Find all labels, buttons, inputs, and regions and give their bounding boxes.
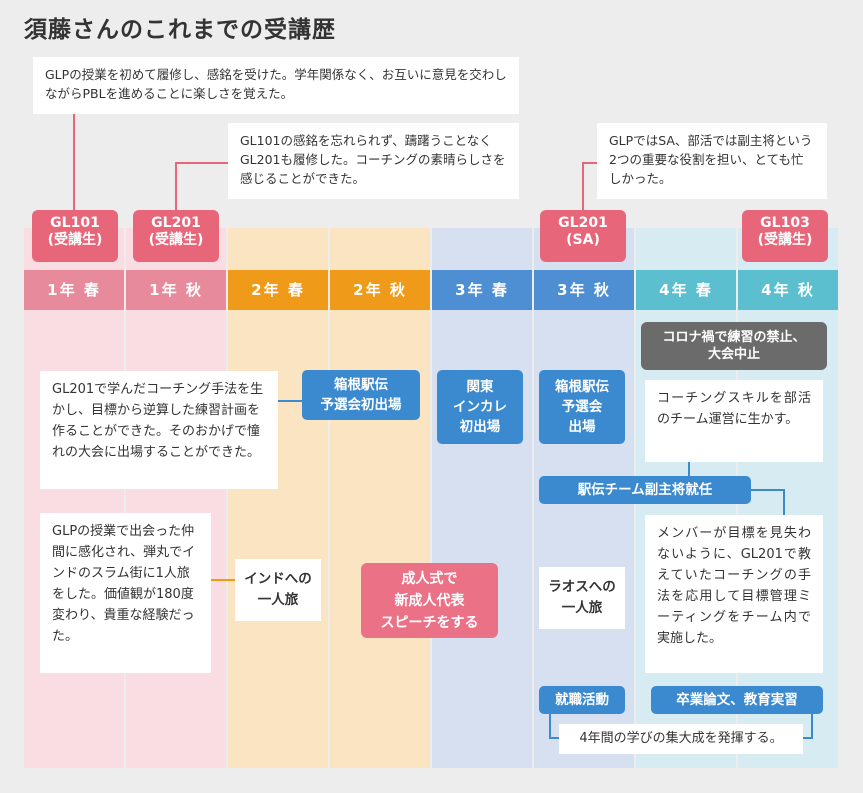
connector-line [549,714,551,738]
badge-gl201-sa: GL201 (SA) [540,210,626,262]
connector-line [783,489,785,516]
badge-gl101: GL101 (受講生) [32,210,118,262]
column-header: 3年 秋 [534,270,634,310]
note-india: GLPの授業で出会った仲間に感化され、弾丸でインドのスラム街に1人旅をした。価値… [40,513,211,673]
connector-line [73,114,75,210]
event-hakone-first: 箱根駅伝 予選会初出場 [302,370,420,420]
column-header: 1年 春 [24,270,124,310]
connector-line [811,714,813,738]
note-gl101: GLPの授業を初めて履修し、感銘を受けた。学年関係なく、お互いに意見を交わしなが… [33,57,519,114]
note-coaching-skill: コーチングスキルを部活のチーム運営に生かす。 [645,380,823,462]
timeline-column [228,228,328,768]
event-ekiden-vice-captain: 駅伝チーム副主将就任 [539,476,751,504]
event-hakone-second: 箱根駅伝 予選会 出場 [539,370,625,444]
connector-line [582,162,584,210]
column-header: 1年 秋 [126,270,226,310]
connector-line [751,489,783,491]
timeline-column [432,228,532,768]
note-coaching-plan: GL201で学んだコーチング手法を生かし、目標から逆算した練習計画を作ることがで… [40,371,278,489]
connector-line [549,737,559,739]
column-header: 2年 春 [228,270,328,310]
note-culmination: 4年間の学びの集大成を発揮する。 [559,724,803,754]
event-kanto-incollege: 関東 インカレ 初出場 [437,370,523,444]
badge-gl103: GL103 (受講生) [742,210,828,262]
event-job-hunting: 就職活動 [539,686,625,714]
badge-gl201: GL201 (受講生) [133,210,219,262]
connector-line [175,162,228,164]
column-header: 4年 秋 [738,270,838,310]
column-header: 4年 春 [636,270,736,310]
connector-line [278,400,302,402]
column-header: 2年 秋 [330,270,430,310]
timeline-column [738,228,838,768]
event-laos-trip: ラオスへの 一人旅 [539,567,625,629]
note-gl201: GL101の感銘を忘れられず、躊躇うことなくGL201も履修した。コーチングの素… [228,123,519,199]
timeline-column [126,228,226,768]
event-india-trip: インドへの 一人旅 [235,559,321,621]
timeline-column [330,228,430,768]
note-goal-meeting: メンバーが目標を見失わないように、GL201で教えていたコーチングの手法を応用し… [645,515,823,673]
page-title: 須藤さんのこれまでの受講歴 [24,17,336,43]
connector-line [803,737,813,739]
event-thesis-practicum: 卒業論文、教育実習 [651,686,823,714]
note-sa: GLPではSA、部活では副主将という2つの重要な役割を担い、とても忙しかった。 [597,123,827,199]
event-corona: コロナ禍で練習の禁止、 大会中止 [641,322,827,370]
connector-line [175,162,177,210]
connector-line [211,579,235,581]
event-coming-of-age-speech: 成人式で 新成人代表 スピーチをする [361,563,498,638]
connector-line [688,462,690,476]
timeline-column [24,228,124,768]
connector-line [582,162,597,164]
column-header: 3年 春 [432,270,532,310]
